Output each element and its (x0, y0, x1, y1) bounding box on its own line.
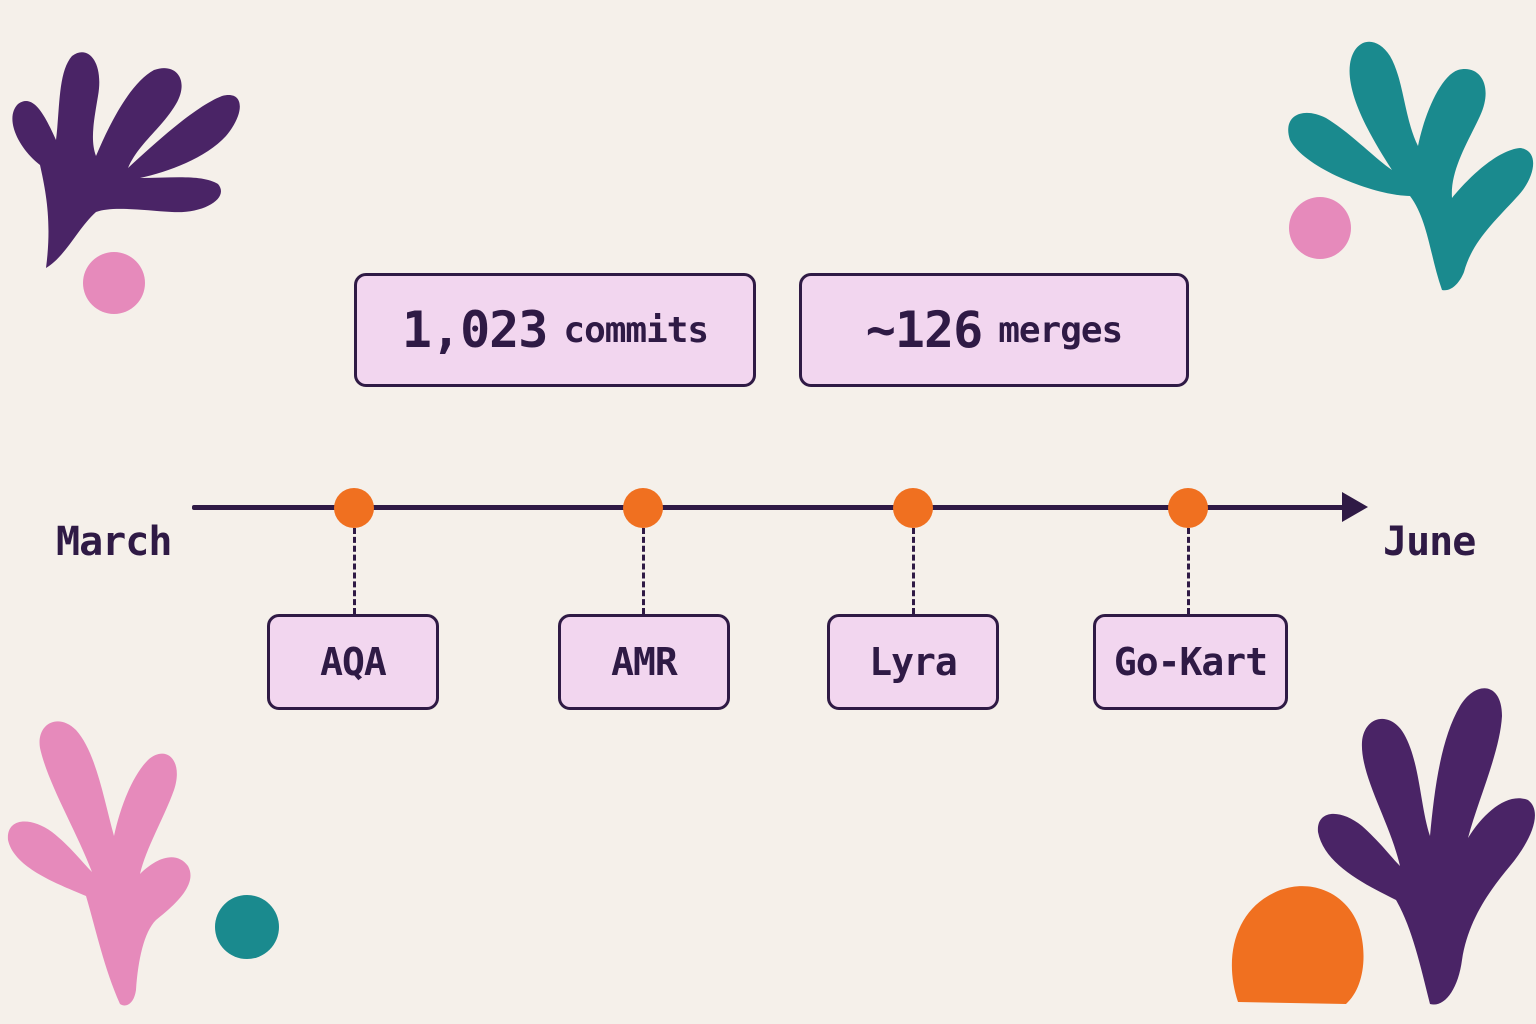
milestone-dot (334, 488, 374, 528)
milestone-box: Lyra (827, 614, 999, 710)
milestone-connector (353, 528, 356, 614)
milestone-dot (1168, 488, 1208, 528)
orange-half-circle-bottom-right (1231, 886, 1364, 1004)
timeline-line (192, 505, 1352, 510)
timeline-end-label: June (1383, 519, 1476, 565)
commits-count: 1,023 (401, 301, 549, 359)
pink-dot-top-left (83, 252, 145, 314)
milestone-dot (893, 488, 933, 528)
purple-leaf-bottom-right (1317, 688, 1535, 1005)
merges-count: ~126 (865, 301, 983, 359)
teal-dot-bottom-left (215, 895, 279, 959)
commits-unit: commits (563, 309, 709, 351)
commits-stat-box: 1,023 commits (354, 273, 756, 387)
timeline-start-label: March (56, 519, 172, 565)
pink-dot-top-right (1289, 197, 1351, 259)
milestone-box: Go-Kart (1093, 614, 1288, 710)
milestone-connector (642, 528, 645, 614)
milestone-connector (912, 528, 915, 614)
merges-stat-box: ~126 merges (799, 273, 1189, 387)
pink-leaf-bottom-left (7, 721, 191, 1006)
merges-unit: merges (998, 309, 1123, 351)
milestone-box: AQA (267, 614, 439, 710)
teal-leaf-top-right (1288, 41, 1534, 291)
milestone-connector (1187, 528, 1190, 614)
milestone-box: AMR (558, 614, 730, 710)
milestone-dot (623, 488, 663, 528)
purple-leaf-top-left (12, 52, 240, 268)
timeline-arrow-head (1342, 492, 1368, 522)
